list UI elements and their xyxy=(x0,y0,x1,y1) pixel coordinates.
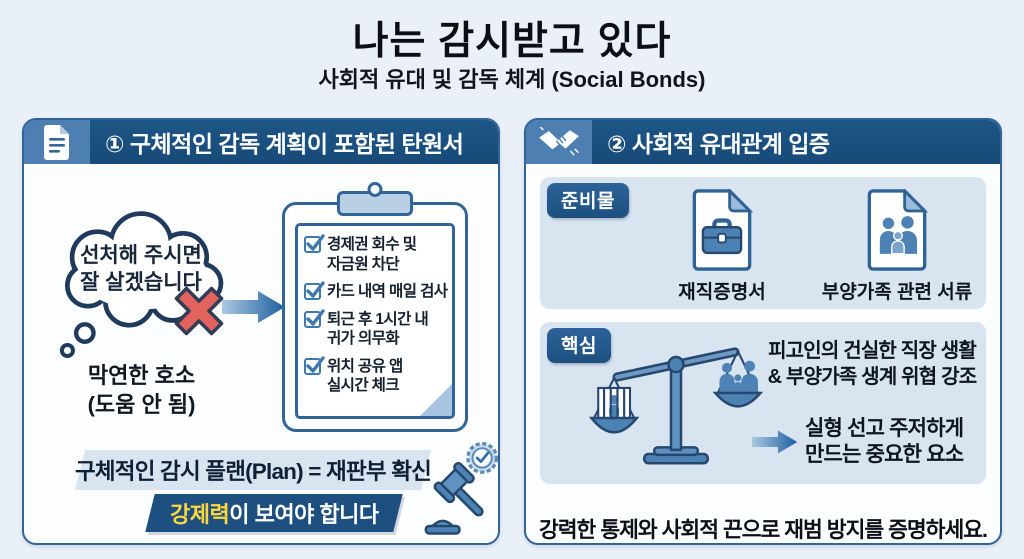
checklist-paper: 경제권 회수 및 자금원 차단 카드 내역 매일 검사 xyxy=(295,223,455,419)
doc-card-family: 부양가족 관련 서류 xyxy=(812,187,982,304)
bubble-text: 선처해 주시면 잘 살겠습니다 xyxy=(58,242,224,297)
checklist-item: 경제권 회수 및 자금원 차단 xyxy=(304,234,447,274)
conclusion-line-1: 실형 선고 주저하게 xyxy=(805,417,964,440)
checkbox-icon xyxy=(304,308,325,328)
conclusion-line-2: 만드는 중요한 요소 xyxy=(805,443,964,467)
document-icon xyxy=(24,120,90,164)
banner-rest: 이 보여야 합니다 xyxy=(228,502,379,527)
thought-bubble-icon xyxy=(59,211,224,358)
scales-icon xyxy=(588,347,764,465)
rosette-badge-icon xyxy=(466,441,498,474)
gavel-badge-group xyxy=(420,432,498,543)
core-line-1: 피고인의 건실한 직장 생활 xyxy=(768,340,977,362)
paper-fold xyxy=(419,383,452,416)
checklist-item: 카드 내역 매일 검사 xyxy=(304,281,448,302)
caption-line-2: (도움 안 됨) xyxy=(87,391,196,417)
panel-petition-title: ① 구체적인 감독 계획이 포함된 탄원서 xyxy=(105,131,464,157)
core-box: 핵심 xyxy=(540,322,986,484)
panel-social-bonds: ② 사회적 유대관계 입증 준비물 재직증명서 xyxy=(524,118,1002,545)
clipboard: 경제권 회수 및 자금원 차단 카드 내역 매일 검사 xyxy=(282,182,468,432)
family-doc-icon xyxy=(867,187,929,271)
plan-note-text: 구체적인 감시 플랜(Plan) = 재판부 확신 xyxy=(75,459,431,484)
panel-social-title: ② 사회적 유대관계 입증 xyxy=(607,131,830,157)
caption-line-1: 막연한 호소 xyxy=(87,363,196,388)
panel-petition-header: ① 구체적인 감독 계획이 포함된 탄원서 xyxy=(24,120,498,164)
checkbox-icon xyxy=(304,234,325,253)
doc-label-family: 부양가족 관련 서류 xyxy=(821,282,973,303)
conclusion-arrow-icon xyxy=(752,430,798,454)
clipboard-ring-icon xyxy=(367,182,383,197)
handshake-icon xyxy=(526,120,592,164)
page-title: 나는 감시받고 있다 xyxy=(352,20,672,63)
bubble-line-1: 선처해 주시면 xyxy=(80,244,202,267)
plan-note-band: 구체적인 감시 플랜(Plan) = 재판부 확신 xyxy=(75,450,431,490)
right-arrow-icon xyxy=(222,291,285,323)
core-line-2: & 부양가족 생계 위협 강조 xyxy=(767,366,977,389)
panel-social-body: 준비물 재직증명서 xyxy=(526,164,1000,543)
panel-petition: ① 구체적인 감독 계획이 포함된 탄원서 xyxy=(22,118,500,545)
panel-petition-body: 선처해 주시면 잘 살겠습니다 막연한 호소 (도움 안 됨) xyxy=(24,164,498,543)
clipboard-board: 경제권 회수 및 자금원 차단 카드 내역 매일 검사 xyxy=(282,202,468,432)
banner-highlight: 강제력 xyxy=(169,502,229,527)
checklist-item: 퇴근 후 1시간 내 귀가 의무화 xyxy=(304,308,447,349)
doc-card-employment: 재직증명서 xyxy=(652,187,792,304)
checkbox-icon xyxy=(304,281,325,301)
doc-label-employment: 재직증명서 xyxy=(678,282,766,303)
preparation-tag: 준비물 xyxy=(547,183,629,218)
core-tag: 핵심 xyxy=(547,328,611,363)
preparation-box: 준비물 재직증명서 xyxy=(540,177,986,309)
page-subtitle: 사회적 유대 및 감독 체계 (Social Bonds) xyxy=(318,67,706,92)
force-banner: 강제력이 보여야 합니다 xyxy=(145,494,403,532)
briefcase-doc-icon xyxy=(692,187,754,271)
conclusion-row: 실형 선고 주저하게 만드는 중요한 요소 xyxy=(752,416,986,469)
panel-social-header: ② 사회적 유대관계 입증 xyxy=(526,120,1000,164)
thought-bubble: 선처해 주시면 잘 살겠습니다 xyxy=(50,208,232,360)
gavel-icon xyxy=(424,441,498,535)
checklist-item: 위치 공유 앱 실시간 체크 xyxy=(304,355,447,396)
core-text: 피고인의 건실한 직장 생활 & 부양가족 생계 위협 강조 xyxy=(760,338,984,391)
bubble-line-2: 잘 살겠습니다 xyxy=(80,271,202,295)
bottom-note: 강력한 통제와 사회적 끈으로 재범 방지를 증명하세요. xyxy=(539,518,988,542)
vague-appeal-caption: 막연한 호소 (도움 안 됨) xyxy=(34,362,249,419)
checkbox-icon xyxy=(304,355,325,375)
x-mark-icon xyxy=(174,286,224,336)
